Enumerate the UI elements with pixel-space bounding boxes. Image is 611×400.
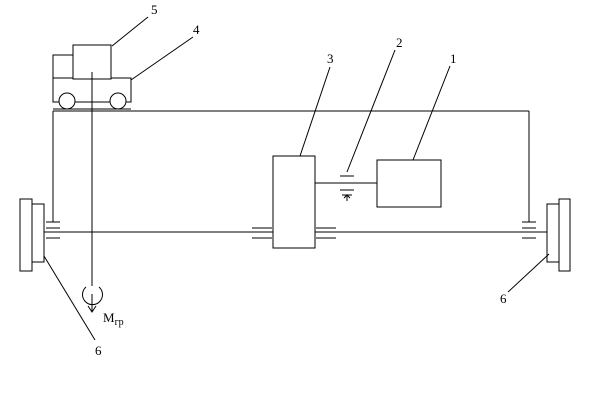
trolley-wheel-right [109,92,127,110]
label-1: 1 [450,51,457,66]
wheel-left [19,198,45,272]
leader-3 [299,66,331,157]
wheel-right-hub [546,203,560,263]
leader-6-left [43,255,96,341]
wheel-right-rim [558,198,571,272]
load-moment-arrowhead [87,305,97,313]
leader-4 [130,36,194,81]
label-3: 3 [327,51,334,66]
label-4: 4 [193,22,200,37]
hoist: Мгр [82,72,124,328]
trolley-front-step [52,54,74,80]
coupling [315,175,377,201]
leader-2 [346,49,396,173]
leader-5 [111,16,149,47]
gearbox [272,155,316,249]
leader-1 [412,65,451,161]
label-6-left: 6 [95,343,102,358]
wheel-left-hub [31,203,45,263]
wheel-right [546,198,571,272]
coupling-brake-arrow [343,194,351,199]
label-6-right: 6 [500,291,507,306]
drive-motor [376,159,442,208]
wheel-left-rim [19,198,33,272]
trolley-wheel-left [58,92,76,110]
label-5: 5 [151,2,158,17]
leader-6-right [507,253,550,293]
label-2: 2 [396,35,403,50]
bridge-frame [46,110,536,223]
load-moment-label: Мгр [103,310,124,328]
leader-lines [43,16,550,341]
